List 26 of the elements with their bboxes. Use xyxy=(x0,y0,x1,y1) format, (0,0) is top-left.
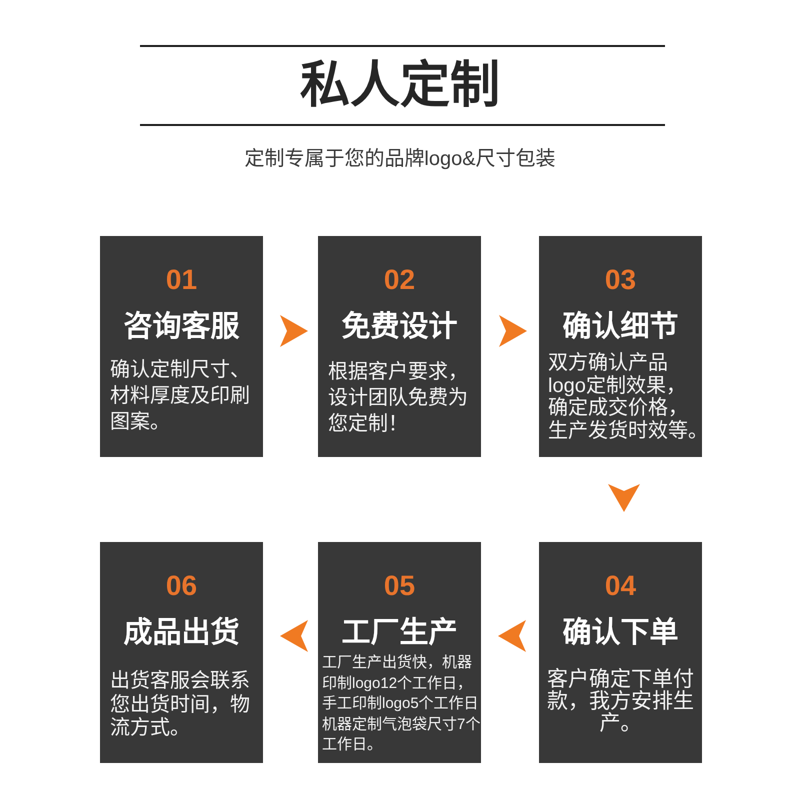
step-description: 根据客户要求，设计团队免费为您定制！ xyxy=(328,360,469,437)
step-number: 02 xyxy=(384,263,416,297)
step-heading: 工厂生产 xyxy=(342,616,458,650)
step-description: 工厂生产出货快，机器印制logo12个工作日，手工印制logo5个工作日机器定制气泡袋尺寸7个工作日。 xyxy=(322,653,481,755)
step-box xyxy=(539,236,702,457)
step-description: 客户确定下单付款，我方安排生产。 xyxy=(546,669,695,735)
title: 私人定制 xyxy=(300,57,500,113)
step-box xyxy=(318,236,481,457)
step-description: 双方确认产品logo定制效果，确定成交价格，生产发货时效等。 xyxy=(548,352,698,442)
step-box xyxy=(318,542,481,763)
step-number: 06 xyxy=(166,569,198,603)
step-number: 03 xyxy=(604,263,636,297)
step-number: 04 xyxy=(604,569,636,603)
step-heading: 免费设计 xyxy=(342,310,458,344)
step-box xyxy=(539,542,702,763)
step-number: 01 xyxy=(166,263,198,297)
step-description: 确认定制尺寸、材料厚度及印刷图案。 xyxy=(110,358,251,435)
subtitle: 定制专属于您的品牌logo&尺寸包装 xyxy=(244,147,556,172)
step-heading: 确认细节 xyxy=(562,310,678,344)
step-number: 05 xyxy=(384,569,416,603)
step-box xyxy=(100,542,263,763)
step-heading: 咨询客服 xyxy=(124,310,240,344)
step-box xyxy=(100,236,263,457)
step-heading: 确认下单 xyxy=(562,616,678,650)
step-heading: 成品出货 xyxy=(124,616,240,650)
step-description: 出货客服会联系您出货时间，物流方式。 xyxy=(110,670,251,740)
